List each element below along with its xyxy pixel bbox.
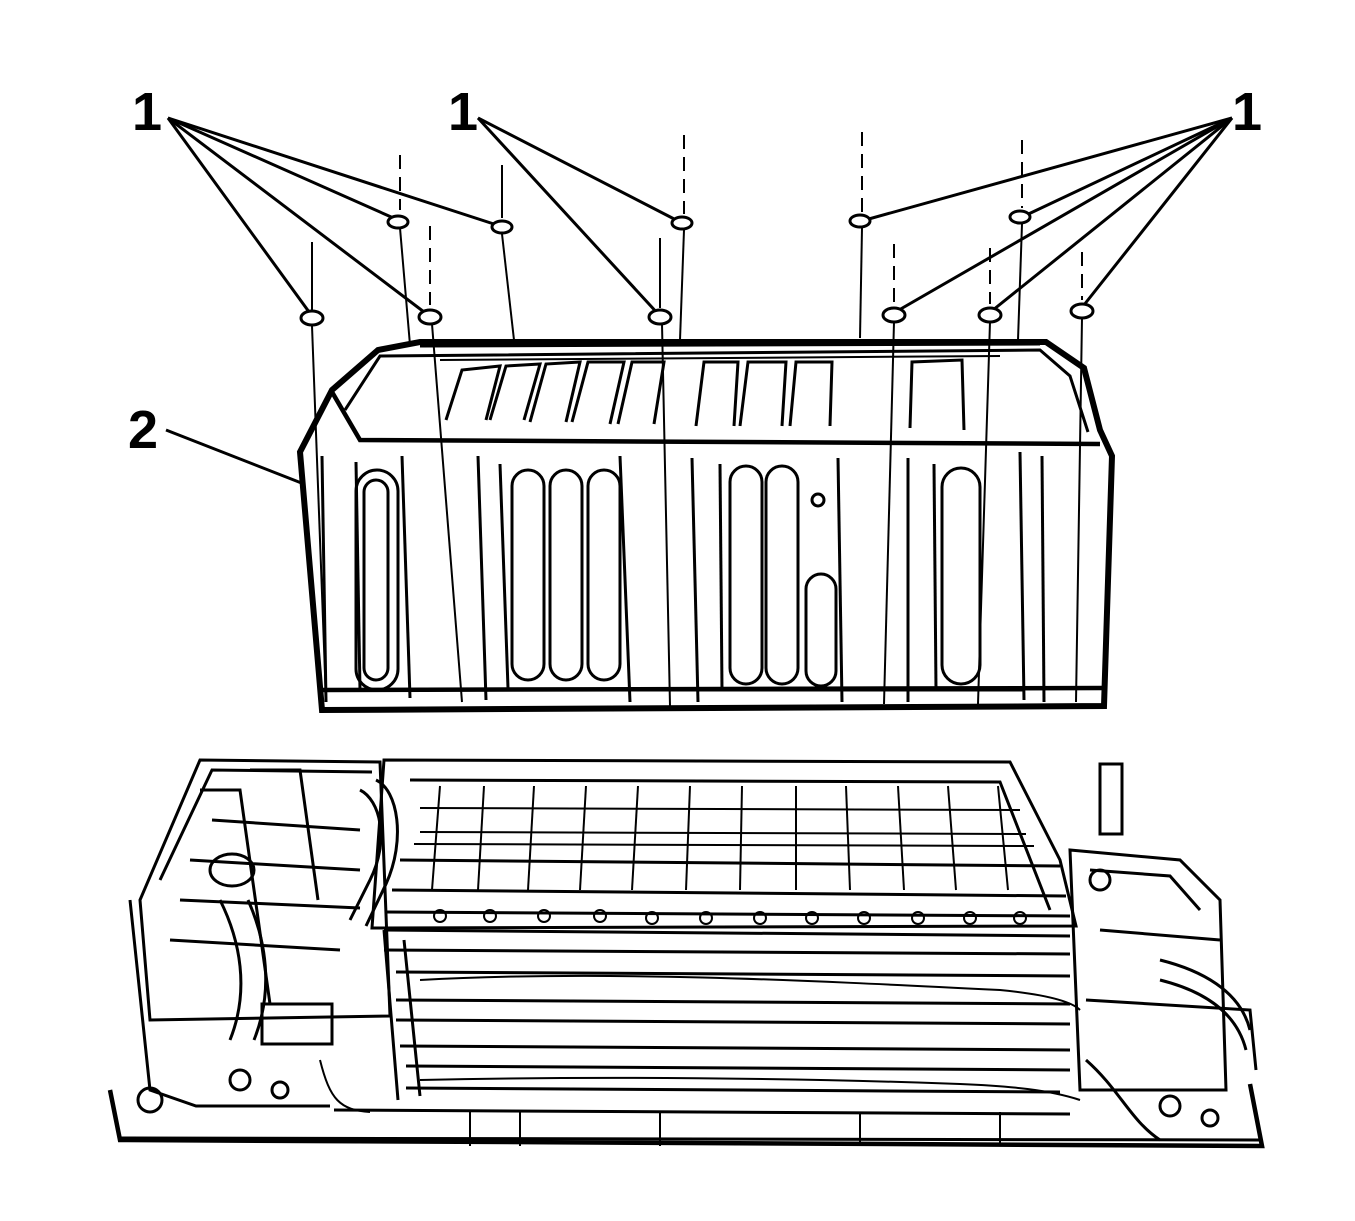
fastener	[386, 214, 410, 230]
fastener	[490, 219, 514, 235]
callout-1-left: 1	[132, 82, 162, 142]
callout-1-right: 1	[1232, 82, 1262, 142]
fastener	[1008, 209, 1032, 225]
battery-cover	[296, 339, 1116, 714]
fastener	[670, 215, 694, 231]
fastener	[299, 309, 325, 327]
battery-assembly	[107, 758, 1265, 1149]
callout-2: 2	[128, 400, 158, 460]
callout-1-center: 1	[448, 82, 478, 142]
fastener-group	[299, 132, 1095, 707]
fastener	[977, 306, 1003, 324]
fastener	[647, 308, 673, 326]
fastener	[417, 308, 443, 326]
fastener	[848, 213, 872, 229]
fastener	[1069, 302, 1095, 320]
fastener	[881, 306, 907, 324]
cell-grid	[413, 785, 1035, 891]
leader-lines	[165, 116, 1234, 486]
